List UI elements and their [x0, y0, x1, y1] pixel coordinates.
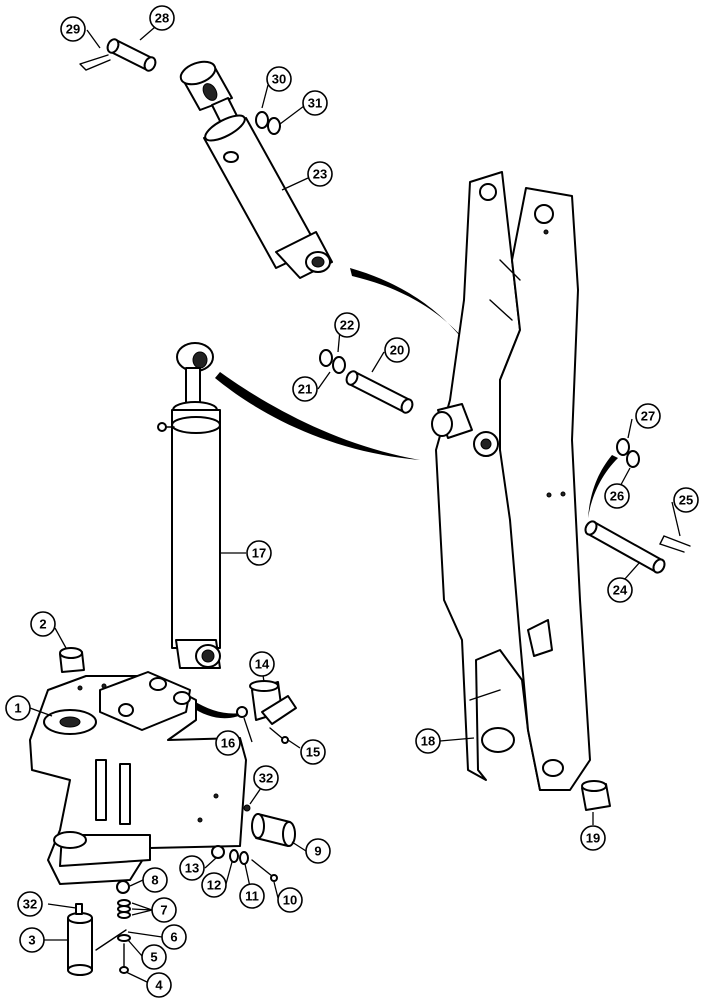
washers-21-22: [319, 349, 346, 374]
callout-label: 29: [66, 22, 80, 37]
lynch-pin-25: [659, 535, 691, 553]
callout-label: 22: [340, 318, 354, 333]
callout-label: 12: [207, 878, 221, 893]
assembly-arrow-bracket: [190, 700, 248, 719]
boom-18: [431, 171, 591, 791]
callout-c2: 2: [30, 611, 56, 637]
upper-cylinder-23: [179, 60, 333, 279]
callout-label: 17: [252, 546, 266, 561]
callout-label: 9: [314, 844, 321, 859]
lower-cylinder-17: [157, 342, 221, 669]
callout-c32b: 32: [17, 891, 43, 917]
callout-c17: 17: [246, 540, 272, 566]
callout-label: 21: [298, 382, 312, 397]
callout-label: 26: [610, 489, 624, 504]
callout-c27: 27: [635, 403, 661, 429]
callout-label: 5: [150, 950, 157, 965]
washers-26-27: [616, 438, 640, 468]
callout-c9: 9: [305, 838, 331, 864]
pin-20: [345, 370, 414, 414]
callout-c30: 30: [266, 66, 292, 92]
bushing-19: [581, 780, 611, 811]
callout-c23: 23: [307, 161, 333, 187]
callout-c1: 1: [5, 695, 31, 721]
callout-label: 15: [306, 745, 320, 760]
callout-label: 24: [613, 583, 628, 598]
callout-c25: 25: [673, 487, 699, 513]
callout-label: 18: [421, 734, 435, 749]
washer-12: [229, 849, 239, 863]
bolt-4: [119, 943, 129, 974]
callout-c8: 8: [142, 867, 168, 893]
callout-label: 11: [245, 889, 259, 904]
callout-c19: 19: [580, 825, 606, 851]
callout-label: 10: [283, 893, 297, 908]
callout-label: 27: [641, 409, 655, 424]
callout-label: 23: [313, 167, 327, 182]
nut-16: [236, 706, 248, 718]
callout-c12: 12: [201, 872, 227, 898]
washers-7: [117, 899, 131, 919]
bolt-10: [251, 859, 278, 882]
callout-c28: 28: [149, 5, 175, 31]
callout-label: 14: [255, 657, 270, 672]
assembly-arrow-middle: [215, 372, 420, 460]
callout-c18: 18: [415, 728, 441, 754]
callout-c13: 13: [179, 855, 205, 881]
callout-c15: 15: [300, 739, 326, 765]
callout-c14: 14: [249, 651, 275, 677]
nut-8: [116, 880, 130, 894]
lynch-pin-29: [79, 54, 111, 71]
plate-14: [249, 680, 297, 725]
washers-30-31: [255, 111, 281, 135]
callout-label: 31: [308, 96, 322, 111]
callout-label: 30: [272, 72, 286, 87]
callout-label: 13: [185, 861, 199, 876]
callout-c29: 29: [60, 16, 86, 42]
pin-24: [584, 520, 666, 574]
callout-label: 16: [221, 736, 235, 751]
callout-c10: 10: [277, 887, 303, 913]
callout-c31: 31: [302, 90, 328, 116]
callout-c16: 16: [215, 730, 241, 756]
callout-label: 1: [14, 701, 21, 716]
callout-c11: 11: [239, 883, 265, 909]
callout-c21: 21: [292, 376, 318, 402]
callout-c6: 6: [161, 924, 187, 950]
callout-c3: 3: [19, 927, 45, 953]
callout-label: 32: [259, 771, 273, 786]
callout-c32a: 32: [253, 765, 279, 791]
callout-label: 20: [390, 343, 404, 358]
callout-label: 7: [160, 903, 167, 918]
callout-c4: 4: [146, 972, 172, 998]
callout-label: 19: [586, 831, 600, 846]
callout-label: 3: [28, 933, 35, 948]
callout-c5: 5: [141, 944, 167, 970]
bolt-15: [269, 727, 289, 744]
nut-13: [211, 845, 225, 859]
callout-label: 32: [23, 897, 37, 912]
bushing-2: [59, 647, 85, 673]
callout-c24: 24: [607, 577, 633, 603]
pin-28: [106, 38, 157, 72]
callout-c22: 22: [334, 312, 360, 338]
callout-c7: 7: [151, 897, 177, 923]
callout-label: 2: [39, 617, 46, 632]
pin-9: [251, 813, 296, 847]
swing-bracket-1: [29, 671, 247, 885]
callout-label: 25: [679, 493, 693, 508]
rod-6: [95, 929, 127, 951]
grease-fitting-32-lower: [75, 903, 83, 915]
callout-label: 4: [155, 978, 163, 993]
callout-label: 6: [170, 930, 177, 945]
grease-fitting-32-upper: [243, 804, 251, 812]
washer-11: [239, 851, 249, 865]
callout-c20: 20: [384, 337, 410, 363]
pin-3: [67, 912, 93, 976]
callout-c26: 26: [604, 483, 630, 509]
washer-5: [117, 934, 131, 942]
callout-label: 28: [155, 11, 169, 26]
callout-label: 8: [151, 873, 158, 888]
